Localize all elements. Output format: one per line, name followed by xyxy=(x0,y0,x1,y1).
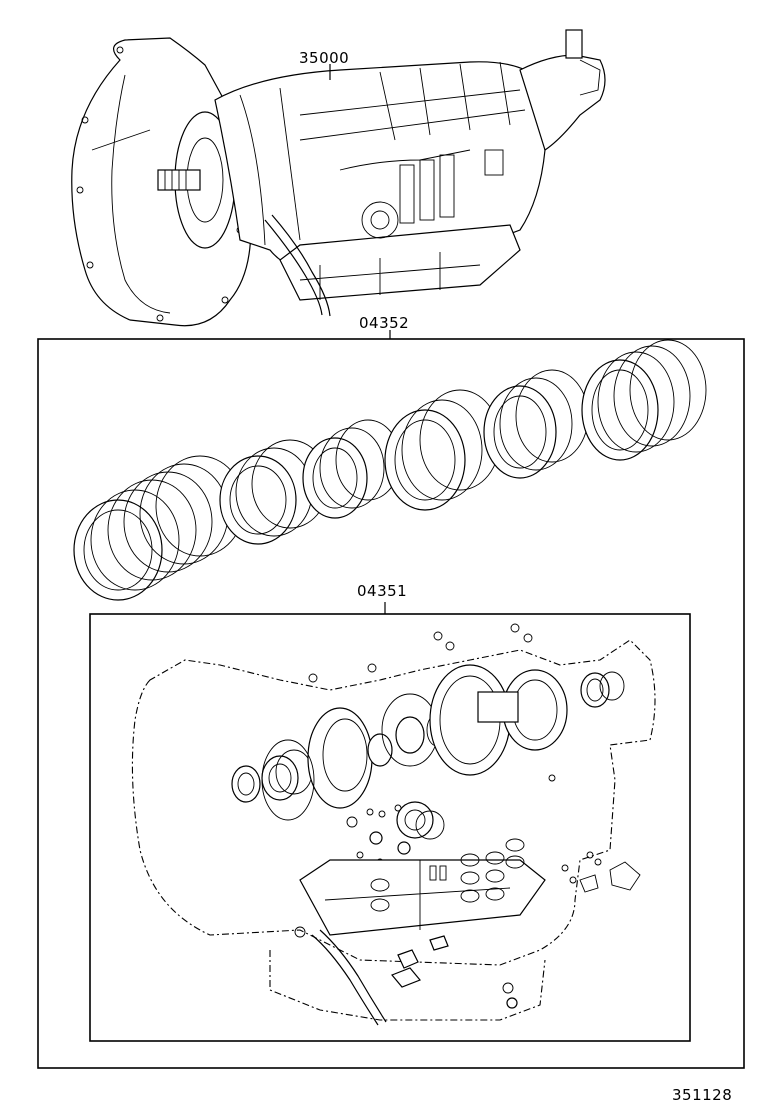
clutch-discs-drawing xyxy=(73,339,707,601)
callout-35000: 35000 xyxy=(299,49,350,67)
gasket-kit-drawing xyxy=(131,623,656,1026)
transmission-assembly-drawing xyxy=(71,29,606,327)
callout-04351: 04351 xyxy=(357,582,408,600)
figure-number: 351128 xyxy=(672,1086,733,1104)
callout-04352: 04352 xyxy=(359,314,410,332)
overhaul-kit-frame xyxy=(37,338,745,1069)
gasket-kit-frame xyxy=(89,613,691,1042)
